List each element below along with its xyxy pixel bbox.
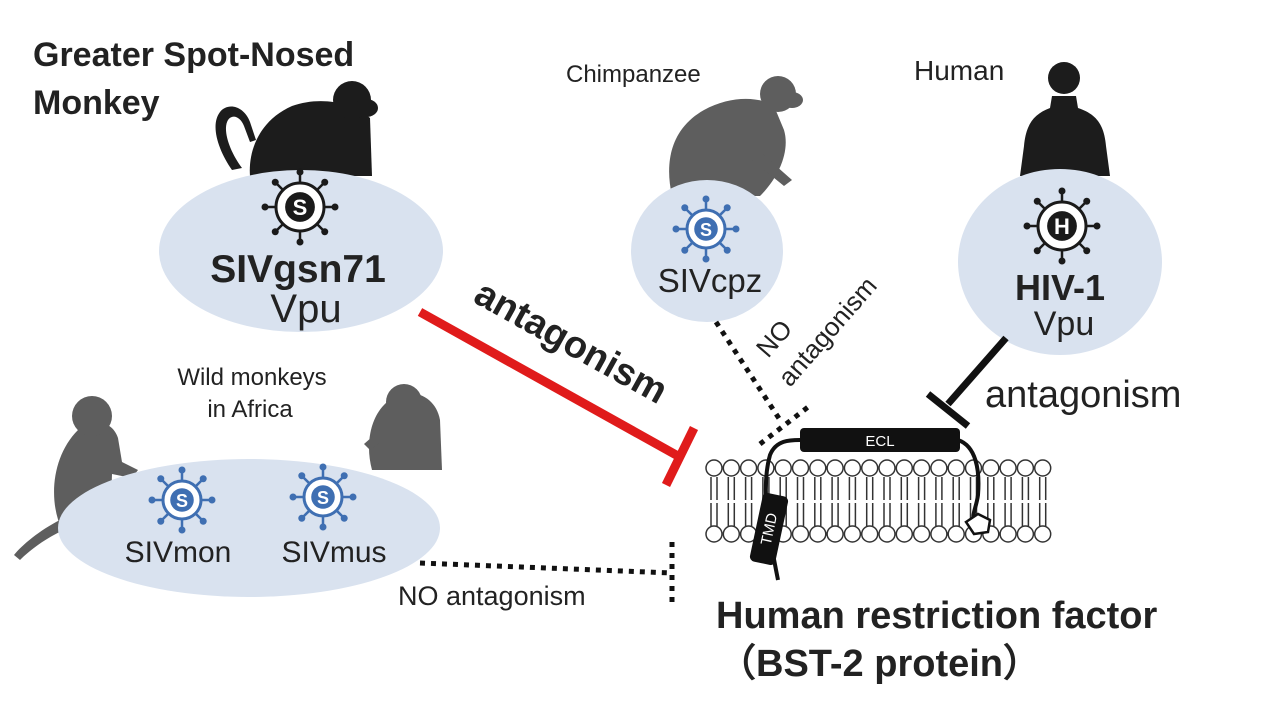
hiv1-name: HIV-1	[1015, 267, 1105, 308]
monkey-silhouette-icon	[364, 384, 442, 470]
sivmus-name: SIVmus	[281, 536, 386, 569]
virus-icon: S	[672, 195, 740, 263]
host-chimp-label: Chimpanzee	[566, 61, 701, 88]
virus-badge-label: S	[700, 220, 712, 240]
sivgsn71-antagonism-arrow	[417, 308, 681, 460]
virus-badge-label: S	[176, 491, 188, 511]
sivgsn71-antagonism-bar	[661, 426, 699, 487]
sivgsn71-ellipse	[159, 170, 443, 332]
sivmon-name: SIVmon	[125, 536, 232, 569]
tmd-label: TMD	[758, 511, 781, 546]
virus-icon: S	[148, 466, 216, 534]
sivcpz-no-antagonism-line	[713, 320, 785, 425]
bst2-gpi-anchor	[957, 438, 981, 526]
sivgsn71-name: SIVgsn71	[210, 248, 386, 291]
monkey-silhouette-icon	[215, 81, 378, 176]
virus-icon: S	[261, 168, 339, 246]
target-title-line2: （BST-2 protein）	[718, 643, 1041, 685]
chimpanzee-silhouette-icon	[669, 76, 803, 196]
sivcpz-name: SIVcpz	[658, 262, 763, 299]
host-gsn-label-line1: Greater Spot-Nosed	[33, 36, 354, 74]
host-wild-label-line1: Wild monkeys	[177, 364, 326, 391]
sivgsn71-protein: Vpu	[270, 287, 341, 331]
virus-badge-label: S	[293, 195, 308, 220]
virus-badge-label: S	[317, 488, 329, 508]
hiv1-antagonism-label: antagonism	[985, 374, 1181, 416]
virus-badge-label: H	[1054, 214, 1070, 239]
hiv1-protein: Vpu	[1034, 305, 1095, 343]
tmd-domain	[749, 492, 789, 566]
host-wild-label-line2: in Africa	[207, 396, 293, 423]
hiv1-antagonism-arrow	[945, 335, 1009, 407]
ecl-domain	[800, 428, 960, 452]
hiv1-antagonism-bar	[925, 391, 971, 429]
target-title-line1: Human restriction factor	[716, 595, 1158, 637]
human-silhouette-icon	[1020, 62, 1110, 176]
virus-icon: S	[289, 463, 357, 531]
ecl-label: ECL	[865, 433, 894, 450]
host-human-label: Human	[914, 55, 1004, 86]
wild-monkeys-ellipse	[58, 459, 440, 597]
gpi-anchor-icon	[964, 512, 992, 536]
host-gsn-label-line2: Monkey	[33, 84, 160, 122]
virus-icon: H	[1023, 187, 1101, 265]
wild-no-antagonism-line	[419, 560, 673, 576]
wild-no-antagonism-label: NO antagonism	[398, 581, 586, 611]
